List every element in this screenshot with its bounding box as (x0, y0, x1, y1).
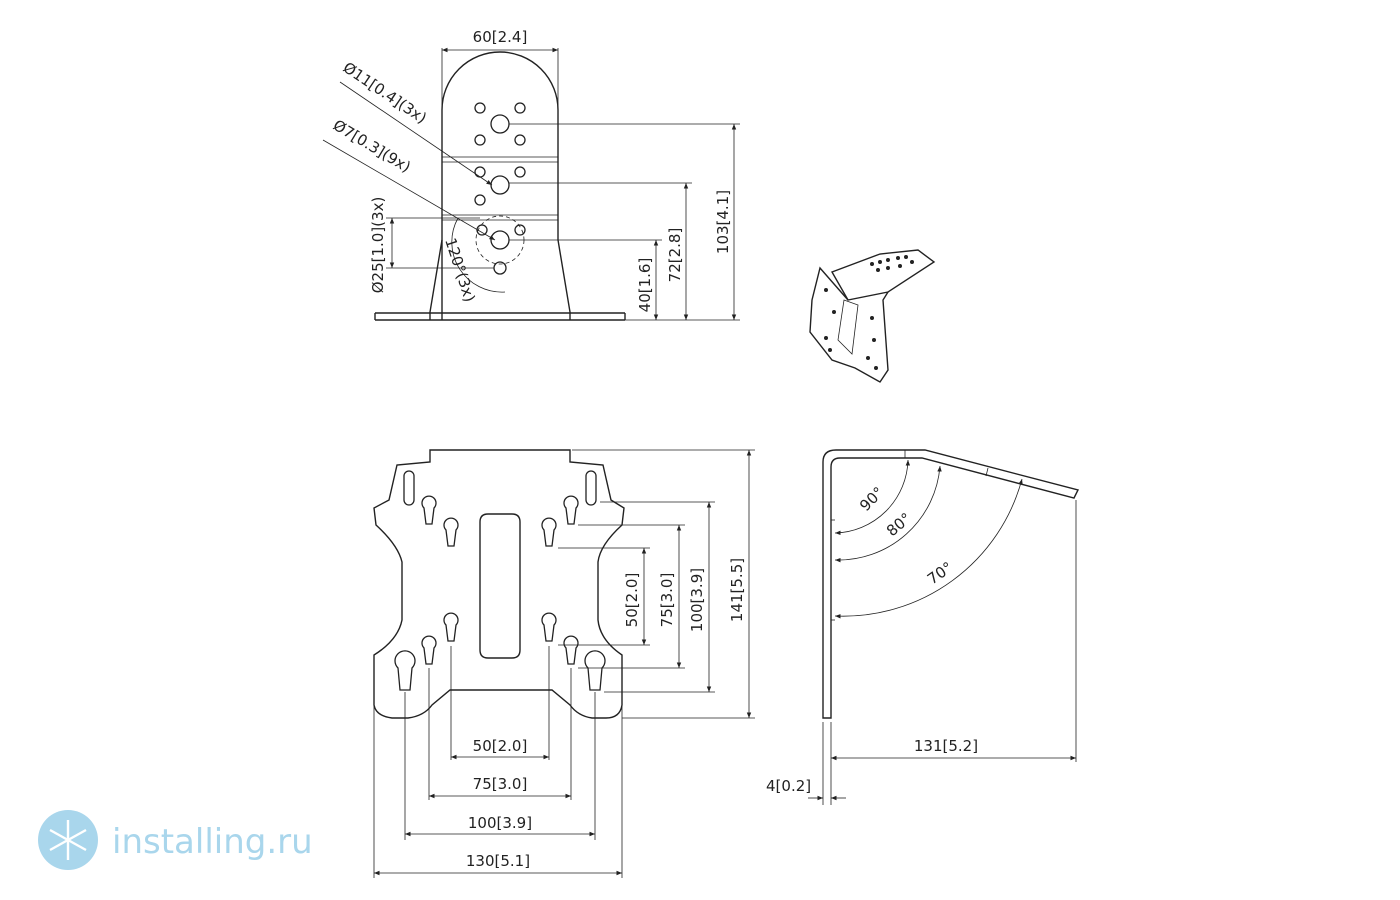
dim-h40-label: 40[1.6] (636, 258, 654, 313)
keyhole (403, 470, 415, 506)
keyhole (541, 517, 557, 547)
keyhole (421, 635, 437, 665)
angle-arc-80 (834, 465, 942, 563)
angle-80-label: 80° (883, 509, 915, 540)
angle-arc-70 (834, 478, 1023, 619)
keyhole (394, 650, 416, 691)
dim-v100-label: 100[3.9] (688, 568, 706, 632)
keyhole (421, 495, 437, 525)
dim-v75-label: 75[3.0] (658, 573, 676, 628)
side-view: 90° 80° 70° 131[5.2] 4[0.2] (766, 449, 1080, 805)
dim-v141-label: 141[5.5] (728, 558, 746, 622)
side-profile (822, 449, 1080, 719)
dim-length-label: 131[5.2] (914, 737, 978, 755)
dim-h72-label: 72[2.8] (666, 228, 684, 283)
dim-top-width-label: 60[2.4] (473, 28, 528, 46)
angle-label: 120°(3x) (441, 236, 479, 305)
dim-w130-label: 130[5.1] (466, 852, 530, 870)
keyhole (563, 635, 579, 665)
top-view: 60[2.4] 40[1.6] 72[2.8] 103[4.1] Ø11[0.4… (322, 28, 740, 321)
keyhole (443, 612, 459, 642)
dim-thickness-label: 4[0.2] (766, 777, 811, 795)
front-view: 50[2.0] 75[3.0] 100[3.9] 130[5.1] 50[2.0… (373, 449, 755, 878)
keyhole (585, 470, 597, 506)
hole-large (490, 175, 510, 195)
keyhole (541, 612, 557, 642)
front-plate-outline (373, 449, 625, 719)
circle-label: Ø25[1.0](3x) (369, 197, 387, 294)
top-plate-outline (441, 51, 571, 320)
hole-large-label: Ø11[0.4](3x) (340, 58, 430, 127)
hole-large (490, 114, 510, 134)
watermark: installing.ru (38, 810, 313, 870)
angle-90-label: 90° (856, 483, 888, 515)
isometric-view (809, 249, 936, 383)
watermark-text: installing.ru (112, 822, 313, 862)
keyhole (584, 650, 606, 691)
angle-70-label: 70° (924, 558, 956, 588)
center-slot (479, 513, 521, 659)
dim-w75-label: 75[3.0] (473, 775, 528, 793)
hole-small-label: Ø7[0.3](9x) (330, 116, 414, 176)
dim-w100-label: 100[3.9] (468, 814, 532, 832)
dim-h103-label: 103[4.1] (714, 190, 732, 254)
keyhole (443, 517, 459, 547)
keyhole (563, 495, 579, 525)
dim-w50-label: 50[2.0] (473, 737, 528, 755)
top-plate-left-flank (429, 239, 443, 320)
dim-v50-label: 50[2.0] (623, 573, 641, 628)
